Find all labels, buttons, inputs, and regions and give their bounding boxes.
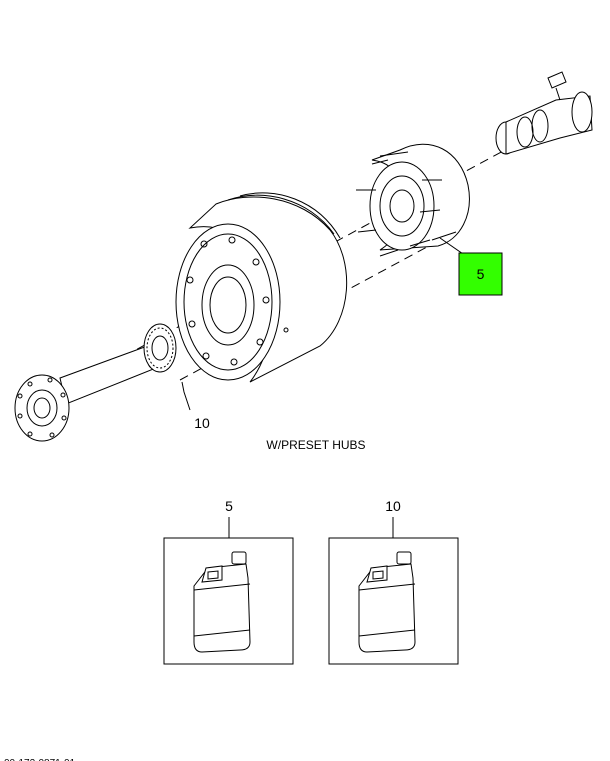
wheel-hub xyxy=(356,143,470,257)
callout-label-drum: 10 xyxy=(194,415,210,431)
legend-label-10: 10 xyxy=(385,498,401,514)
oil-jug-icon xyxy=(193,551,251,653)
footer-drawing-number: 00-172-0871-01 xyxy=(4,758,76,761)
spindle xyxy=(495,71,593,155)
axle-shaft xyxy=(14,343,158,442)
wheel-studs xyxy=(356,151,457,257)
brake-drum xyxy=(175,192,348,383)
callout-10[interactable]: 10 xyxy=(181,381,210,431)
legend-item-5[interactable]: 5 xyxy=(163,498,294,665)
oil-jug-icon xyxy=(358,551,416,653)
callout-5[interactable]: 5 xyxy=(439,237,503,296)
tone-ring xyxy=(143,323,177,373)
highlight-box xyxy=(458,252,503,296)
legend-label-5: 5 xyxy=(225,498,233,514)
diagram-caption: W/PRESET HUBS xyxy=(266,438,365,452)
drum-bolt-holes xyxy=(186,236,270,366)
callout-label-hub: 5 xyxy=(477,266,485,282)
flange-holes xyxy=(17,377,67,438)
legend-item-10[interactable]: 10 xyxy=(328,498,459,665)
